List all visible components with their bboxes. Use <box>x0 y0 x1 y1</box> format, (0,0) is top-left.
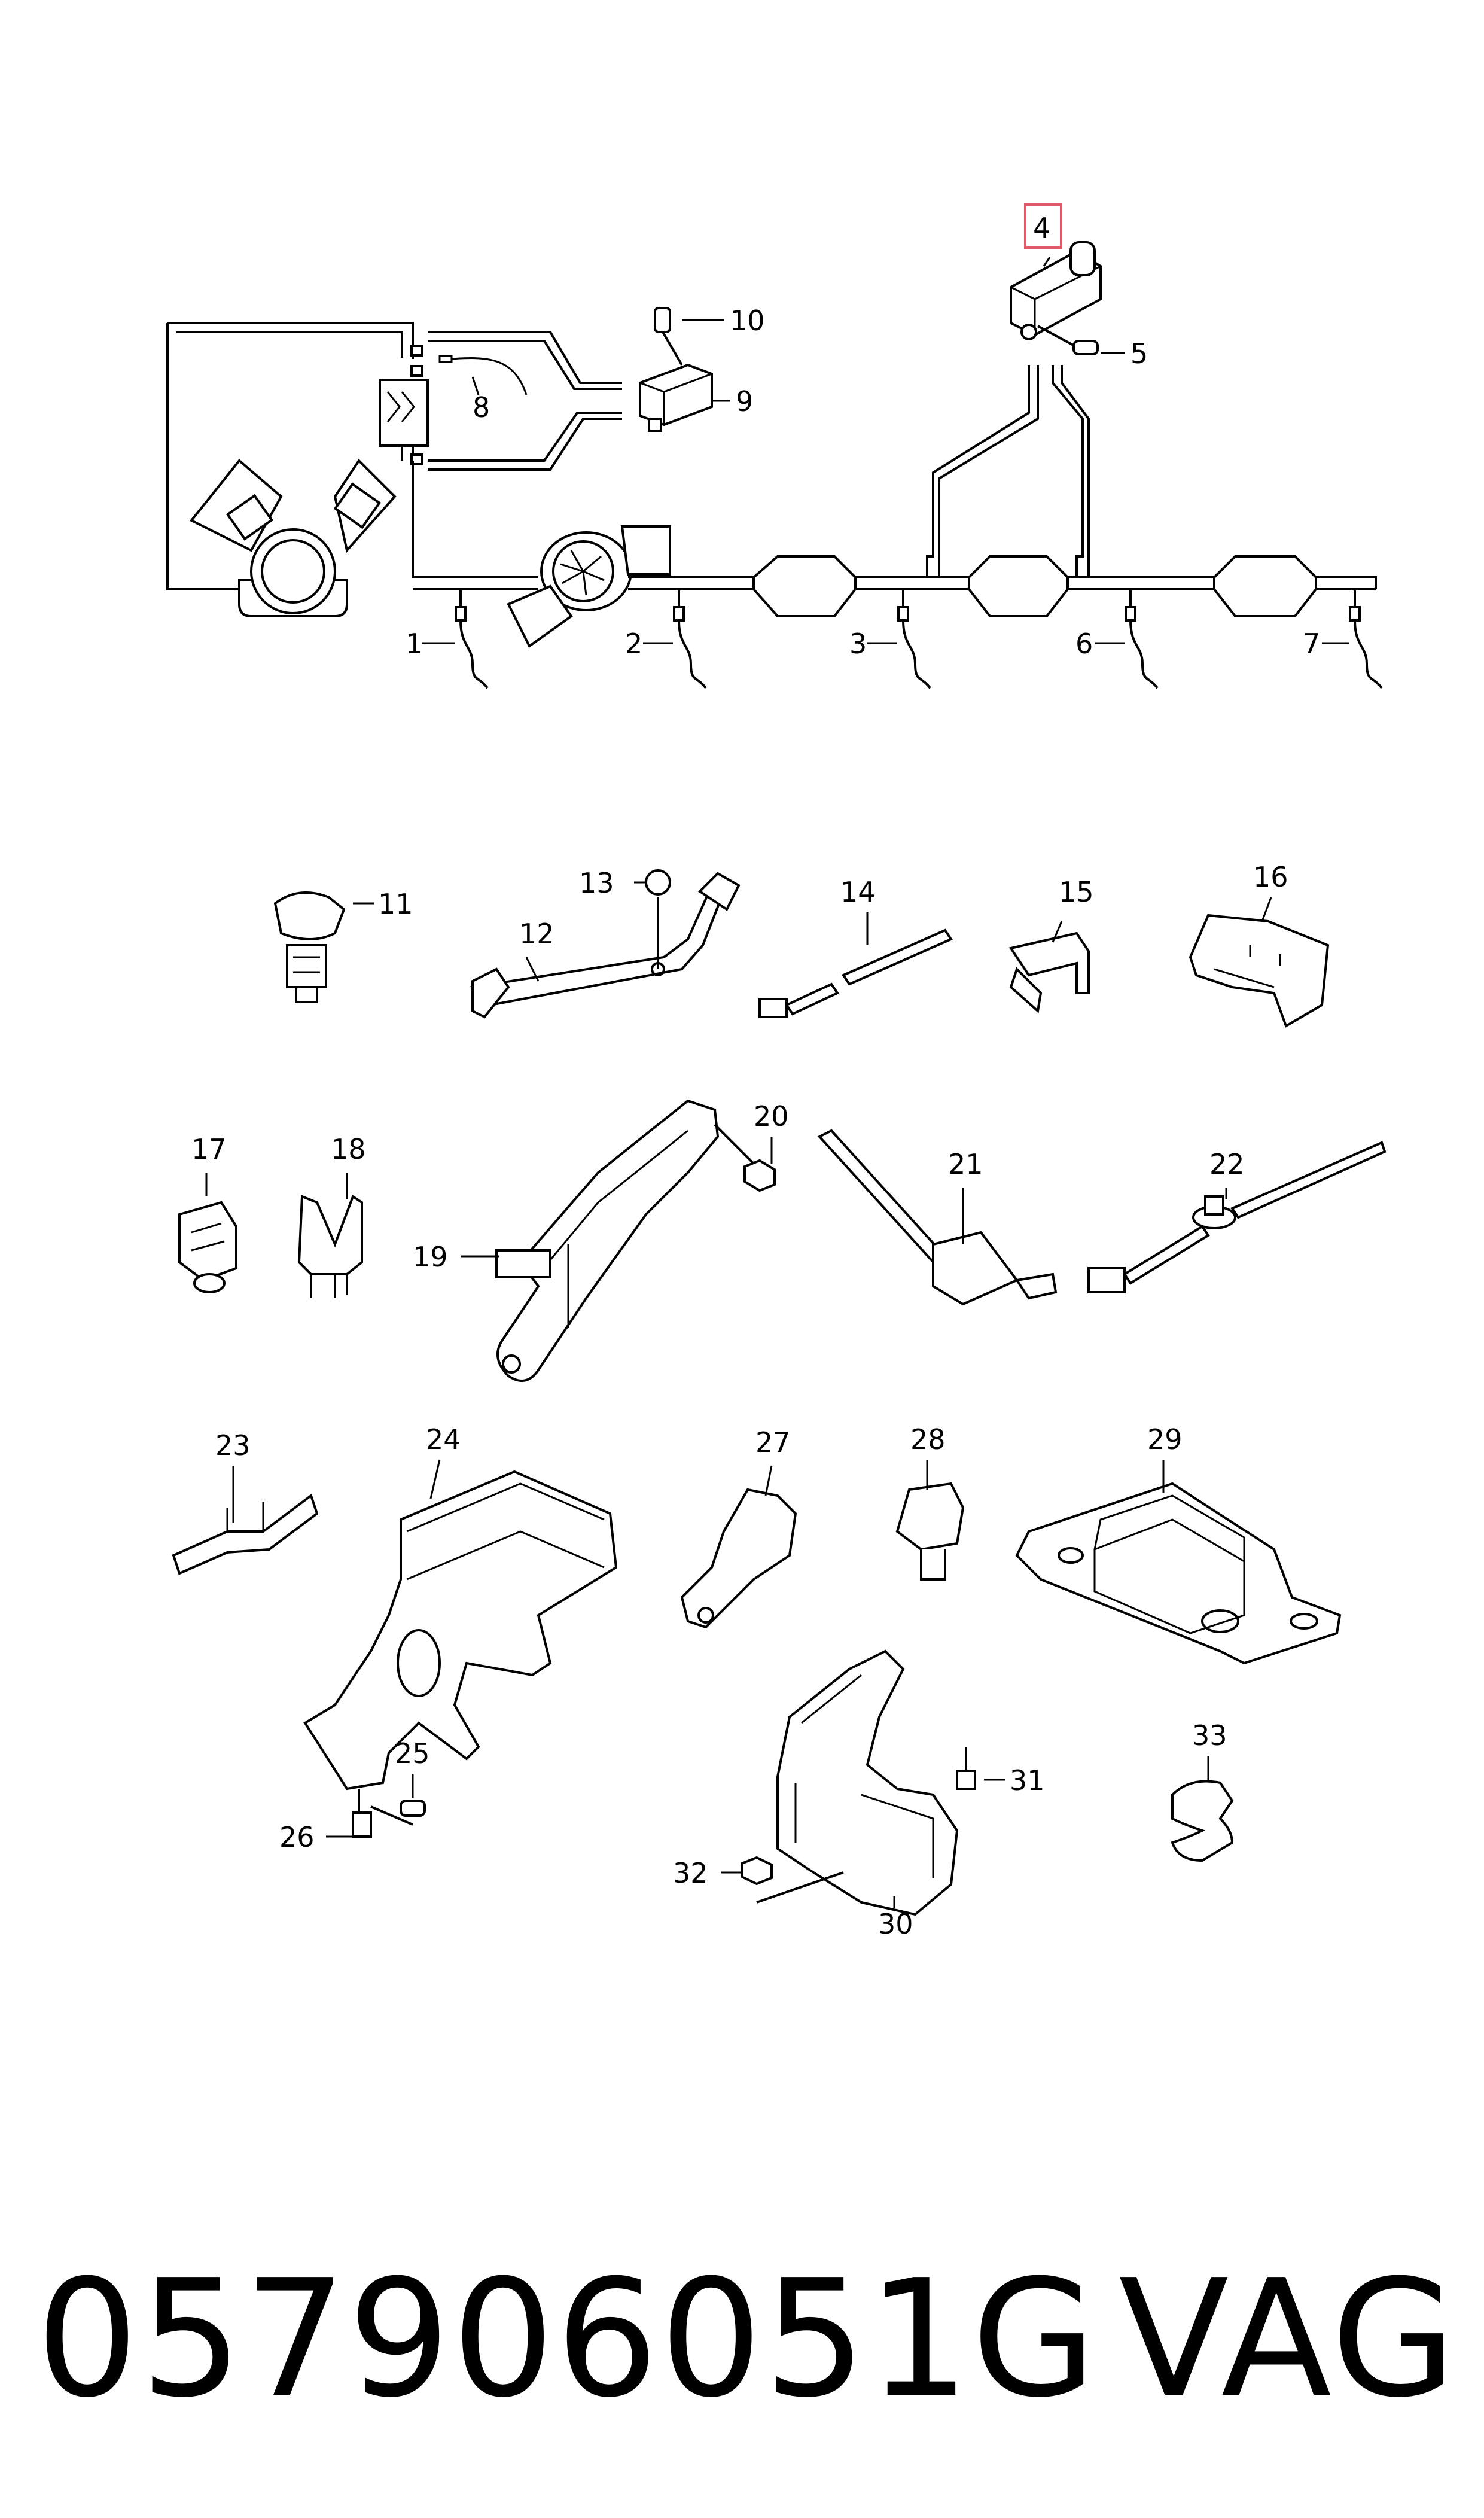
cable-tie-part-14 <box>758 928 953 1018</box>
part-labels: 1 2 3 4 5 6 7 8 9 10 11 12 13 14 15 16 1… <box>191 212 1320 1940</box>
heat-shield-part-16 <box>1189 914 1330 1028</box>
exhaust-schematic <box>166 241 1383 689</box>
clip-part-18 <box>297 1194 363 1298</box>
nut-20 <box>743 1159 776 1192</box>
sensor-8-wire <box>438 355 528 395</box>
control-module-part-29 <box>1015 1482 1342 1665</box>
intercooler-zigzag <box>386 391 415 422</box>
engine-crank <box>250 528 336 614</box>
clip-part-23 <box>172 1493 319 1575</box>
brand-name: VAG <box>1119 2245 1459 2433</box>
catalyst-3 <box>1213 555 1317 617</box>
pipe-upper <box>428 331 622 390</box>
label-5: 5 <box>1130 337 1148 370</box>
label-29: 29 <box>1147 1423 1183 1456</box>
catalyst-1 <box>752 555 857 617</box>
label-14: 14 <box>840 876 876 908</box>
label-28: 28 <box>910 1423 946 1456</box>
label-27: 27 <box>755 1426 791 1459</box>
clip-part-15 <box>1008 931 1090 1013</box>
label-31: 31 <box>1010 1764 1045 1797</box>
label-30: 30 <box>878 1908 913 1940</box>
hardware-row-2 <box>178 1099 1387 1382</box>
exhaust-pipe-2 <box>855 576 969 590</box>
label-17: 17 <box>191 1133 227 1165</box>
intercooler-box <box>379 379 429 447</box>
label-7: 7 <box>1303 628 1320 660</box>
cable-tie-part-21 <box>817 1129 1058 1306</box>
exhaust-pipe-1 <box>628 576 754 590</box>
pressure-sensor-part-4 <box>1010 241 1102 355</box>
label-9: 9 <box>736 385 753 418</box>
pipe-lower <box>428 412 622 471</box>
label-11: 11 <box>378 888 413 920</box>
exhaust-main-left <box>412 461 538 590</box>
clip-part-11 <box>273 891 346 1003</box>
bolt-25 <box>400 1800 426 1817</box>
clip-26 <box>352 1811 372 1838</box>
bracket-part-24 <box>303 1470 618 1838</box>
label-2: 2 <box>625 628 642 660</box>
label-26: 26 <box>279 1821 315 1853</box>
exhaust-pipe-4 <box>1316 576 1377 590</box>
cable-tie-part-22 <box>1087 1141 1387 1293</box>
hardware-row-1 <box>273 869 1330 1028</box>
label-18: 18 <box>331 1133 366 1165</box>
engine-outline-inner <box>176 331 403 461</box>
pressure-line-front <box>926 365 1039 577</box>
label-15: 15 <box>1059 876 1094 908</box>
pressure-line-rear <box>1052 365 1090 577</box>
label-4: 4 <box>1033 212 1050 244</box>
label-33: 33 <box>1192 1719 1227 1752</box>
screw-13 <box>645 869 671 896</box>
label-19: 19 <box>413 1241 448 1273</box>
sensor-taps <box>455 589 1383 689</box>
label-1: 1 <box>406 628 423 660</box>
bolt-5 <box>1072 340 1099 355</box>
label-12: 12 <box>519 918 554 950</box>
footer: 057906051G VAG <box>0 2249 1484 2429</box>
label-21: 21 <box>948 1148 983 1180</box>
label-13: 13 <box>579 867 614 899</box>
label-32: 32 <box>673 1857 708 1889</box>
label-6: 6 <box>1075 628 1093 660</box>
valve-part-9 <box>639 307 713 432</box>
clip-part-27 <box>680 1488 797 1629</box>
label-22: 22 <box>1209 1148 1245 1180</box>
part-4-highlight <box>1024 203 1062 249</box>
label-24: 24 <box>426 1423 461 1456</box>
bolt-10 <box>654 307 671 333</box>
clip-part-33 <box>1171 1780 1234 1862</box>
catalyst-2 <box>968 555 1069 617</box>
clip-part-17 <box>178 1201 237 1293</box>
bolt-31 <box>956 1770 976 1790</box>
bracket-part-30 <box>741 1649 976 1916</box>
label-25: 25 <box>395 1737 430 1770</box>
label-20: 20 <box>754 1100 789 1132</box>
clip-part-28 <box>895 1482 965 1581</box>
bracket-part-12 <box>470 869 741 1019</box>
label-10: 10 <box>730 305 765 337</box>
bracket-part-19 <box>495 1099 776 1382</box>
label-23: 23 <box>215 1429 251 1462</box>
label-8: 8 <box>473 391 490 424</box>
exhaust-pipe-3 <box>1068 576 1214 590</box>
nut-32 <box>741 1856 773 1886</box>
label-16: 16 <box>1253 861 1288 893</box>
part-number: 057906051G <box>36 2245 1098 2433</box>
hardware-row-3 <box>172 1470 1342 1916</box>
leader-lines <box>205 257 1349 1908</box>
label-3: 3 <box>849 628 867 660</box>
